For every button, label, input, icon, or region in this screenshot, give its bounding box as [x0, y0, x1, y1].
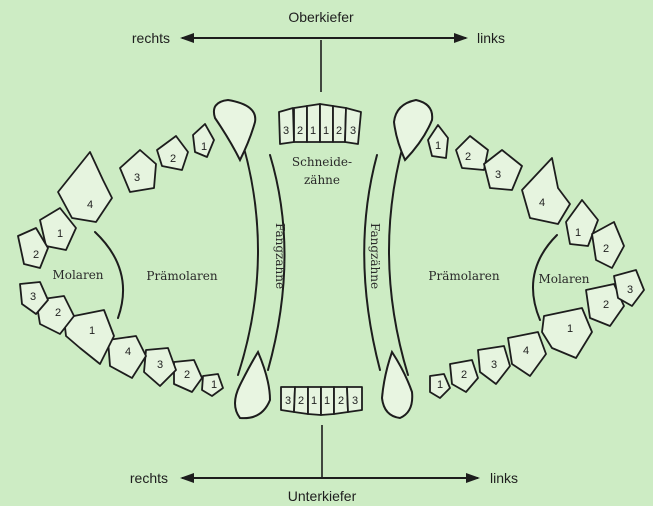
incisors-label-line1: Schneide-	[292, 155, 352, 169]
molars-label-left: Molaren	[52, 268, 103, 282]
lower-right-premolar-number: 2	[184, 369, 190, 381]
lower-left-premolar-number: 3	[491, 359, 497, 371]
lower-left-premolar-number: 1	[437, 379, 443, 391]
lower-right-premolar-number: 3	[157, 359, 163, 371]
upper-incisor-number: 3	[350, 125, 356, 137]
lower-left-premolar-number: 2	[461, 369, 467, 381]
upper-incisors: 3 2 1 1 2 3	[279, 104, 361, 144]
upper-left-canine	[394, 100, 432, 160]
upper-left-premolar-number: 2	[465, 151, 471, 163]
lower-incisor-number: 1	[324, 395, 330, 407]
upper-incisor-number: 2	[297, 125, 303, 137]
lower-incisor-number: 3	[352, 395, 358, 407]
lower-incisor-number: 2	[338, 395, 344, 407]
lower-left-molar-number: 1	[567, 323, 573, 335]
upper-right-premolar-number: 4	[87, 199, 93, 211]
canines-label-left: Fangzähne	[273, 223, 287, 289]
lower-right-molar-number: 3	[30, 291, 36, 303]
upper-left-teeth: 1 2 3 4 1 2	[428, 125, 624, 268]
upper-rechts-label: rechts	[132, 30, 170, 46]
upper-right-premolar-number: 2	[170, 153, 176, 165]
lower-incisors: 3 2 1 1 2 3	[281, 387, 362, 415]
upper-right-premolar	[120, 150, 156, 192]
lower-right-canine	[235, 352, 270, 418]
upper-incisor-number: 1	[310, 125, 316, 137]
upper-jaw-label: Oberkiefer	[288, 9, 354, 25]
lower-jaw-label: Unterkiefer	[288, 488, 357, 504]
upper-right-premolar-number: 3	[134, 172, 140, 184]
upper-left-premolar-number: 3	[495, 169, 501, 181]
lower-rechts-label: rechts	[130, 470, 168, 486]
upper-left-molar-number: 2	[603, 243, 609, 255]
upper-incisor-number: 3	[283, 125, 289, 137]
incisors-label-line2: zähne	[304, 173, 340, 187]
upper-right-premolar	[58, 152, 112, 222]
upper-left-molar-number: 1	[575, 227, 581, 239]
lower-right-premolar-number: 4	[125, 346, 131, 358]
upper-left-premolar	[484, 150, 522, 190]
upper-links-label: links	[477, 30, 505, 46]
lower-left-teeth: 1 2 3 4 1 2 3	[430, 270, 644, 398]
upper-left-premolar-number: 4	[539, 197, 545, 209]
upper-left-premolar	[456, 136, 488, 170]
upper-incisor-number: 1	[323, 125, 329, 137]
upper-left-premolar	[522, 158, 570, 224]
premolars-label-right: Prämolaren	[428, 269, 499, 283]
lower-right-molar-number: 2	[55, 307, 61, 319]
molars-label-right: Molaren	[538, 272, 589, 286]
lower-incisor-number: 2	[298, 395, 304, 407]
upper-right-teeth: 1 2 3 4 1 2	[18, 124, 214, 268]
lower-right-teeth: 1 2 3 4 1 2 3	[20, 282, 223, 396]
lower-incisor-number: 1	[311, 395, 317, 407]
upper-right-premolar-number: 1	[201, 141, 207, 153]
lower-left-molar-number: 2	[603, 299, 609, 311]
lower-left-molar-number: 3	[627, 284, 633, 296]
lower-links-label: links	[490, 470, 518, 486]
lower-right-molar-number: 1	[89, 325, 95, 337]
upper-right-molar-number: 2	[33, 249, 39, 261]
premolars-label-left: Prämolaren	[146, 269, 217, 283]
lower-right-premolar-number: 1	[211, 379, 217, 391]
upper-incisor-number: 2	[336, 125, 342, 137]
upper-left-premolar-number: 1	[435, 140, 441, 152]
upper-right-molar-number: 1	[57, 228, 63, 240]
canine-bracket-left	[238, 128, 258, 375]
canines-label-right: Fangzähne	[368, 223, 382, 289]
lower-left-premolar-number: 4	[523, 345, 529, 357]
lower-left-canine	[382, 352, 412, 418]
upper-right-canine	[214, 100, 255, 160]
lower-incisor-number: 3	[285, 395, 291, 407]
canine-bracket-right	[389, 128, 408, 375]
